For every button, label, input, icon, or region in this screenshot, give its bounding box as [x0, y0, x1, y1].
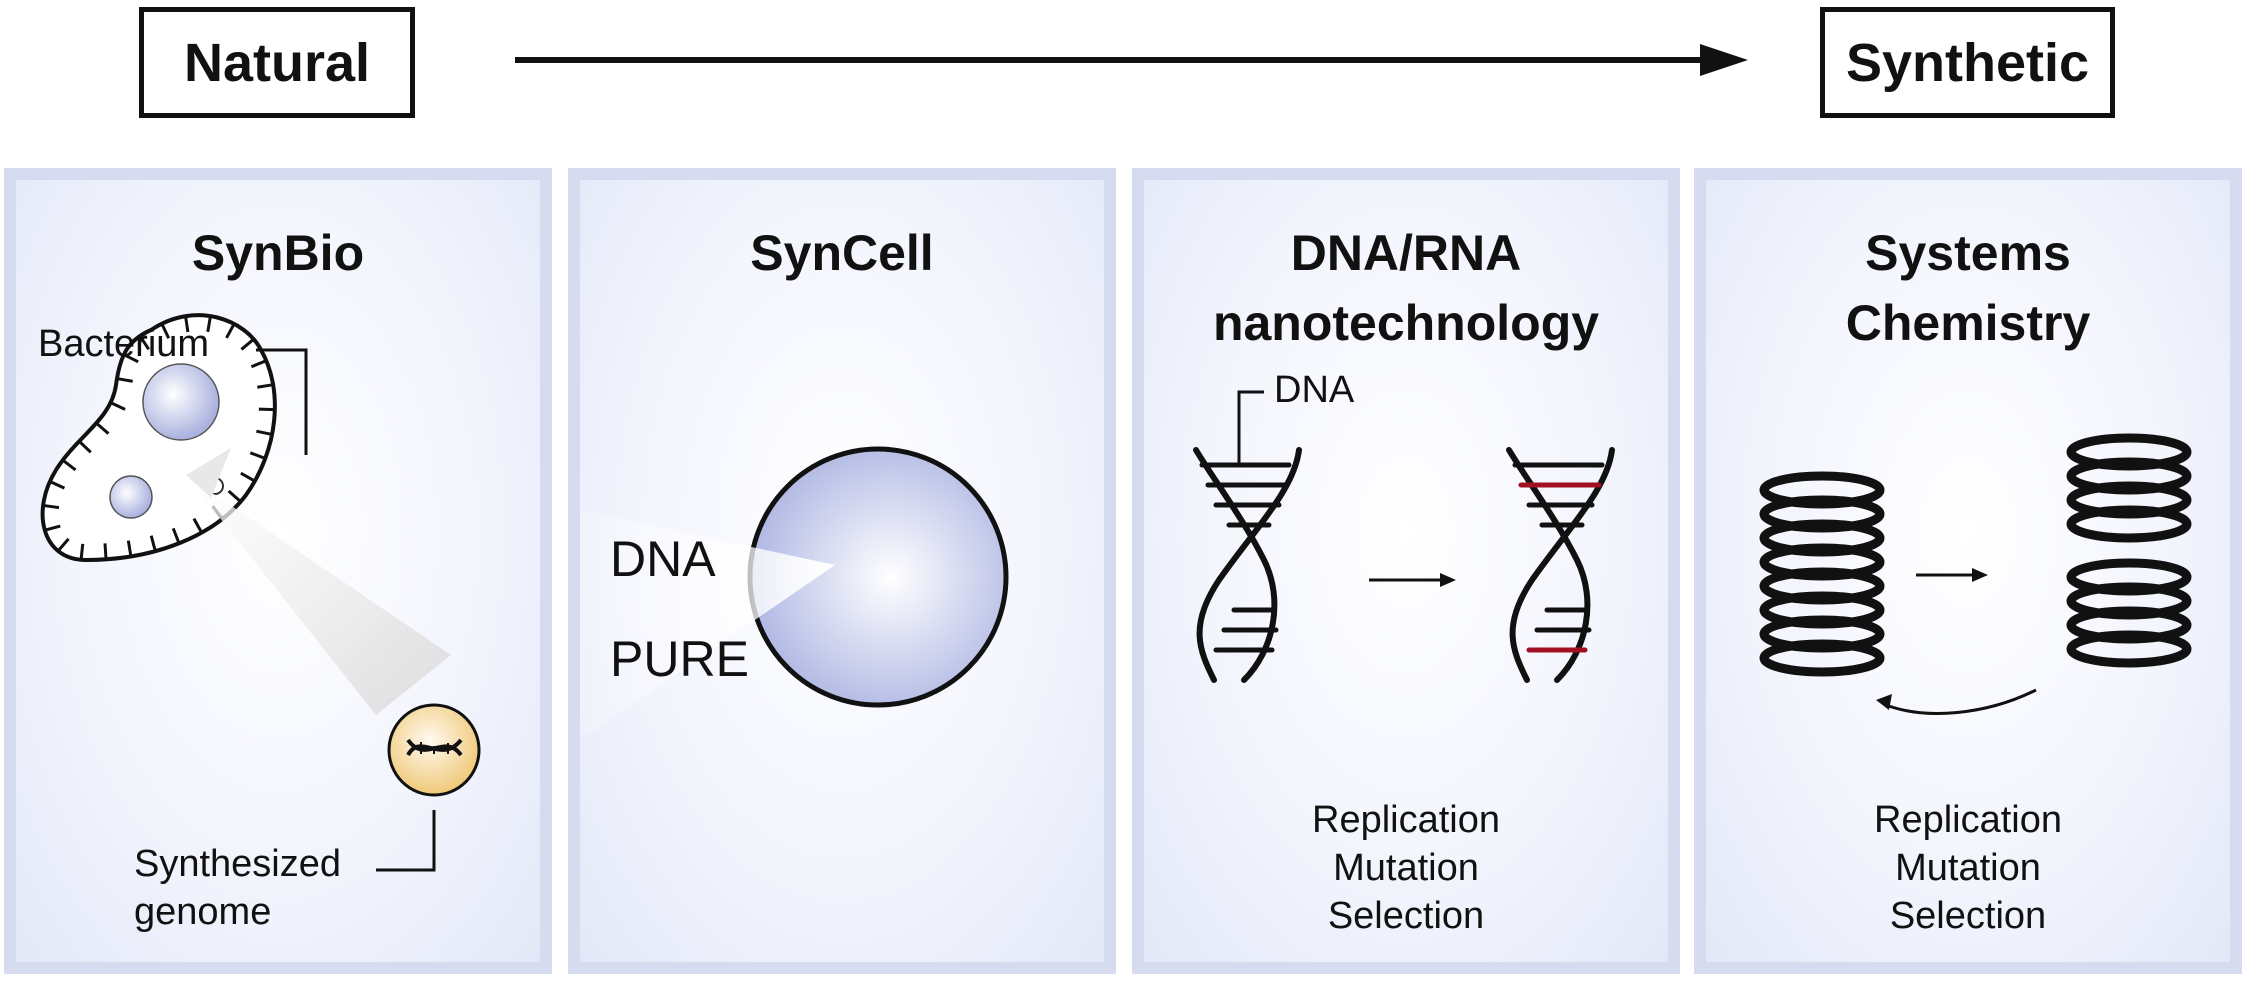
genome-dna-icon	[406, 738, 463, 757]
cilium	[249, 451, 266, 460]
panel-dna-rna-nanotechnology: DNA/RNA nanotechnology	[1132, 168, 1680, 974]
cilium	[227, 489, 242, 503]
panel-systems-chemistry: Systems Chemistry Replication Mutation S…	[1694, 168, 2242, 974]
replication-arrow	[1916, 568, 1988, 582]
panel-synbio: SynBio	[4, 168, 552, 974]
cilium	[78, 440, 92, 454]
recycle-arrow	[1876, 688, 2037, 715]
cilium	[103, 543, 108, 560]
cilium	[250, 359, 267, 369]
ring	[2066, 505, 2192, 543]
genome-leader	[376, 810, 436, 872]
bacterium-illustration	[40, 313, 481, 872]
genome-label-line2: genome	[134, 891, 272, 933]
genome-label-line1: Synthesized	[134, 843, 342, 885]
ring	[1759, 639, 1885, 677]
cilium	[184, 315, 190, 333]
syncell-illustration	[580, 446, 1009, 740]
panel-title: SynBio	[191, 225, 365, 281]
cilium	[240, 471, 256, 483]
cilium	[240, 338, 255, 351]
panel-title: Systems Chemistry	[1845, 225, 2091, 351]
process-replication: Replication	[1312, 799, 1500, 841]
cilium	[171, 527, 181, 544]
cilium	[49, 480, 66, 490]
natural-to-synthetic-arrow	[515, 44, 1748, 76]
process-replication: Replication	[1874, 799, 2062, 841]
ring-stack-large	[1759, 471, 1885, 677]
cilium	[109, 401, 126, 411]
dna-helix-original	[1193, 447, 1302, 683]
panel-title: DNA/RNA nanotechnology	[1212, 225, 1600, 351]
pure-input-label: PURE	[610, 631, 749, 687]
bacterium-leader	[256, 348, 308, 455]
dna-leader	[1237, 390, 1264, 465]
process-mutation: Mutation	[1895, 847, 2041, 889]
cilium	[257, 383, 274, 389]
natural-label: Natural	[139, 7, 415, 118]
bacterium-label: Bacterium	[38, 323, 210, 365]
process-list: Replication Mutation Selection	[1144, 796, 1668, 940]
dna-label: DNA	[1274, 369, 1355, 411]
cilium	[61, 458, 77, 472]
vacuole-large	[142, 363, 220, 441]
cilium	[225, 323, 236, 339]
cilium	[123, 353, 139, 364]
cilium	[44, 524, 61, 532]
cilium	[206, 315, 212, 333]
panel-title: SynCell	[750, 225, 934, 281]
cilium	[116, 377, 133, 383]
cilia	[42, 315, 275, 560]
cilium	[192, 517, 203, 534]
cilium	[149, 535, 157, 552]
dna-replication-illustration	[1193, 390, 1615, 683]
ring-stack-small-bottom	[2066, 558, 2192, 668]
cilium	[79, 543, 85, 560]
cilium	[256, 429, 273, 436]
cilium	[95, 421, 110, 435]
cilium	[126, 540, 133, 557]
dna-input-label: DNA	[610, 531, 716, 587]
replication-arrow	[1369, 573, 1456, 587]
process-selection: Selection	[1327, 895, 1485, 937]
ring-stack-small-top	[2066, 433, 2192, 543]
self-replicator-illustration	[1759, 433, 2192, 715]
dna-helix-mutated	[1506, 447, 1615, 683]
process-selection: Selection	[1889, 895, 2047, 937]
synthetic-label: Synthetic	[1820, 7, 2115, 118]
insertion-beam	[186, 475, 451, 715]
cilium	[56, 537, 70, 552]
cilium	[138, 335, 150, 351]
cilium	[160, 323, 171, 339]
dna-pure-beam	[580, 510, 835, 740]
vacuole-small	[109, 475, 153, 519]
panel-syncell: SynCell DNA PURE	[568, 168, 1116, 974]
process-mutation: Mutation	[1333, 847, 1479, 889]
cilium	[42, 503, 60, 510]
ring	[2066, 630, 2192, 668]
process-list: Replication Mutation Selection	[1706, 796, 2230, 940]
cilium	[258, 407, 275, 412]
